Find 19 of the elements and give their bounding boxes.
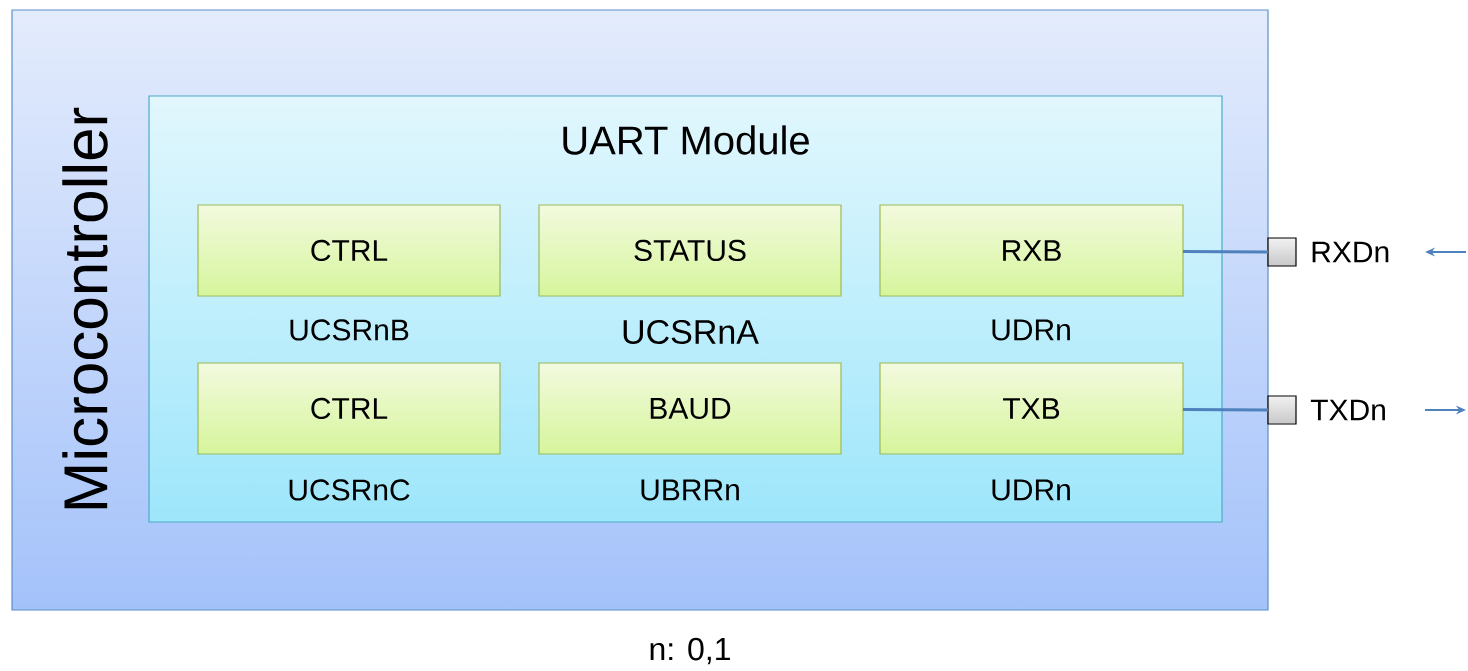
pin-square: [1267, 237, 1297, 267]
connector-line: [1183, 249, 1268, 254]
register-box: STATUS: [538, 204, 842, 297]
register-name: UBRRn: [641, 479, 739, 501]
signal-label: TXDn: [1310, 399, 1385, 421]
register-box: RXB: [879, 204, 1184, 297]
register-name: UCSRnC: [289, 479, 410, 501]
register-name: UDRn: [992, 479, 1070, 501]
note-text: n: 0,1: [650, 637, 730, 665]
register-box: BAUD: [538, 362, 842, 455]
register-name: UDRn: [992, 319, 1070, 341]
signal-label: RXDn: [1312, 241, 1389, 263]
register-box: CTRL: [197, 204, 501, 297]
connector-line: [1183, 407, 1268, 412]
register-name: UCSRnA: [623, 319, 759, 345]
pin-square: [1267, 395, 1297, 425]
register-box: CTRL: [197, 362, 501, 455]
register-box: TXB: [879, 362, 1184, 455]
register-name: UCSRnB: [290, 319, 409, 341]
